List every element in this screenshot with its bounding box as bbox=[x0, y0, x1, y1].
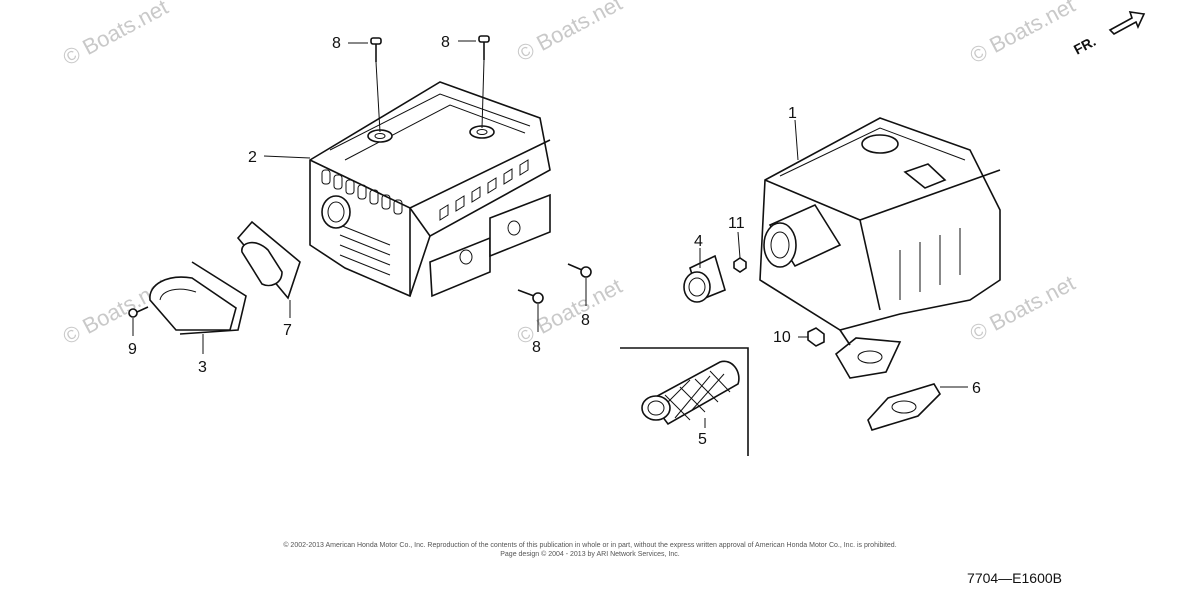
cover-plate bbox=[236, 220, 301, 300]
bolts bbox=[370, 35, 592, 304]
page-design-line: Page design © 2004 - 2013 by ARI Network… bbox=[500, 550, 680, 558]
callout-1[interactable]: 1 bbox=[788, 105, 797, 122]
callout-11[interactable]: 11 bbox=[728, 215, 745, 232]
front-direction-indicator: FR. bbox=[1071, 11, 1146, 58]
copyright-line: © 2002-2013 American Honda Motor Co., In… bbox=[283, 541, 896, 549]
arrow-icon bbox=[1108, 11, 1146, 35]
bolt-side-b bbox=[567, 263, 592, 278]
diagram-code: 7704—E1600B bbox=[967, 570, 1062, 586]
callout-6[interactable]: 6 bbox=[972, 380, 981, 397]
watermark-5: © Boats.net bbox=[513, 273, 627, 349]
exhaust-cover bbox=[149, 261, 247, 335]
callout-8-side-b[interactable]: 8 bbox=[581, 312, 590, 329]
bolt-side-a bbox=[517, 289, 544, 304]
spark-arrester-cap bbox=[683, 254, 726, 303]
callout-10[interactable]: 10 bbox=[773, 329, 791, 346]
muffler-protector bbox=[309, 81, 551, 298]
nut bbox=[807, 327, 825, 347]
watermark-1: © Boats.net bbox=[59, 0, 173, 70]
screw-small bbox=[128, 306, 149, 318]
watermark-2: © Boats.net bbox=[513, 0, 627, 66]
spark-arrester bbox=[620, 347, 749, 456]
leader-lines bbox=[132, 40, 968, 428]
callout-9[interactable]: 9 bbox=[128, 341, 137, 358]
bolt-top-b bbox=[478, 35, 490, 129]
callouts: 1 2 3 4 5 6 7 8 8 8 8 9 10 11 bbox=[128, 34, 981, 448]
callout-8-top-a[interactable]: 8 bbox=[332, 35, 341, 52]
callout-8-side-a[interactable]: 8 bbox=[532, 339, 541, 356]
callout-2[interactable]: 2 bbox=[248, 149, 257, 166]
gasket bbox=[867, 383, 942, 431]
bolt-top-a bbox=[370, 37, 382, 133]
muffler bbox=[759, 117, 1001, 379]
callout-7[interactable]: 7 bbox=[283, 322, 292, 339]
footer: © 2002-2013 American Honda Motor Co., In… bbox=[283, 541, 1062, 586]
callout-3[interactable]: 3 bbox=[198, 359, 207, 376]
screw-cap bbox=[733, 257, 747, 273]
callout-5[interactable]: 5 bbox=[698, 431, 707, 448]
callout-8-top-b[interactable]: 8 bbox=[441, 34, 450, 51]
callout-4[interactable]: 4 bbox=[694, 233, 703, 250]
watermark-3: © Boats.net bbox=[966, 0, 1080, 68]
direction-label: FR. bbox=[1071, 33, 1098, 58]
